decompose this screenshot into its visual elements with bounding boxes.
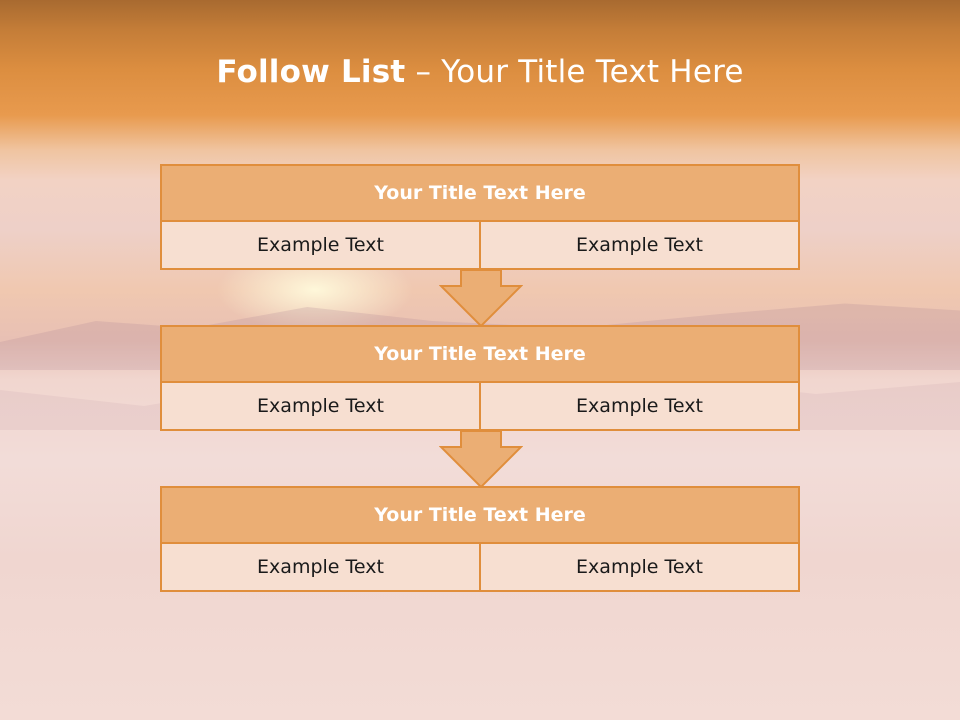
- step-cell-left: Example Text: [162, 383, 479, 429]
- step-box-1: Your Title Text Here Example Text Exampl…: [160, 164, 800, 270]
- step-row: Example Text Example Text: [162, 222, 798, 268]
- step-cell-right: Example Text: [479, 222, 798, 268]
- slide-title: Follow List – Your Title Text Here: [0, 54, 960, 90]
- step-cell-right: Example Text: [479, 383, 798, 429]
- step-row: Example Text Example Text: [162, 544, 798, 590]
- step-row: Example Text Example Text: [162, 383, 798, 429]
- title-rest: – Your Title Text Here: [415, 54, 744, 90]
- step-box-2: Your Title Text Here Example Text Exampl…: [160, 325, 800, 431]
- down-arrow-icon: [439, 270, 523, 328]
- step-box-3: Your Title Text Here Example Text Exampl…: [160, 486, 800, 592]
- step-cell-left: Example Text: [162, 544, 479, 590]
- step-title: Your Title Text Here: [162, 166, 798, 222]
- step-cell-right: Example Text: [479, 544, 798, 590]
- step-title: Your Title Text Here: [162, 488, 798, 544]
- step-title: Your Title Text Here: [162, 327, 798, 383]
- title-bold: Follow List: [216, 54, 406, 90]
- down-arrow-icon: [439, 431, 523, 489]
- step-cell-left: Example Text: [162, 222, 479, 268]
